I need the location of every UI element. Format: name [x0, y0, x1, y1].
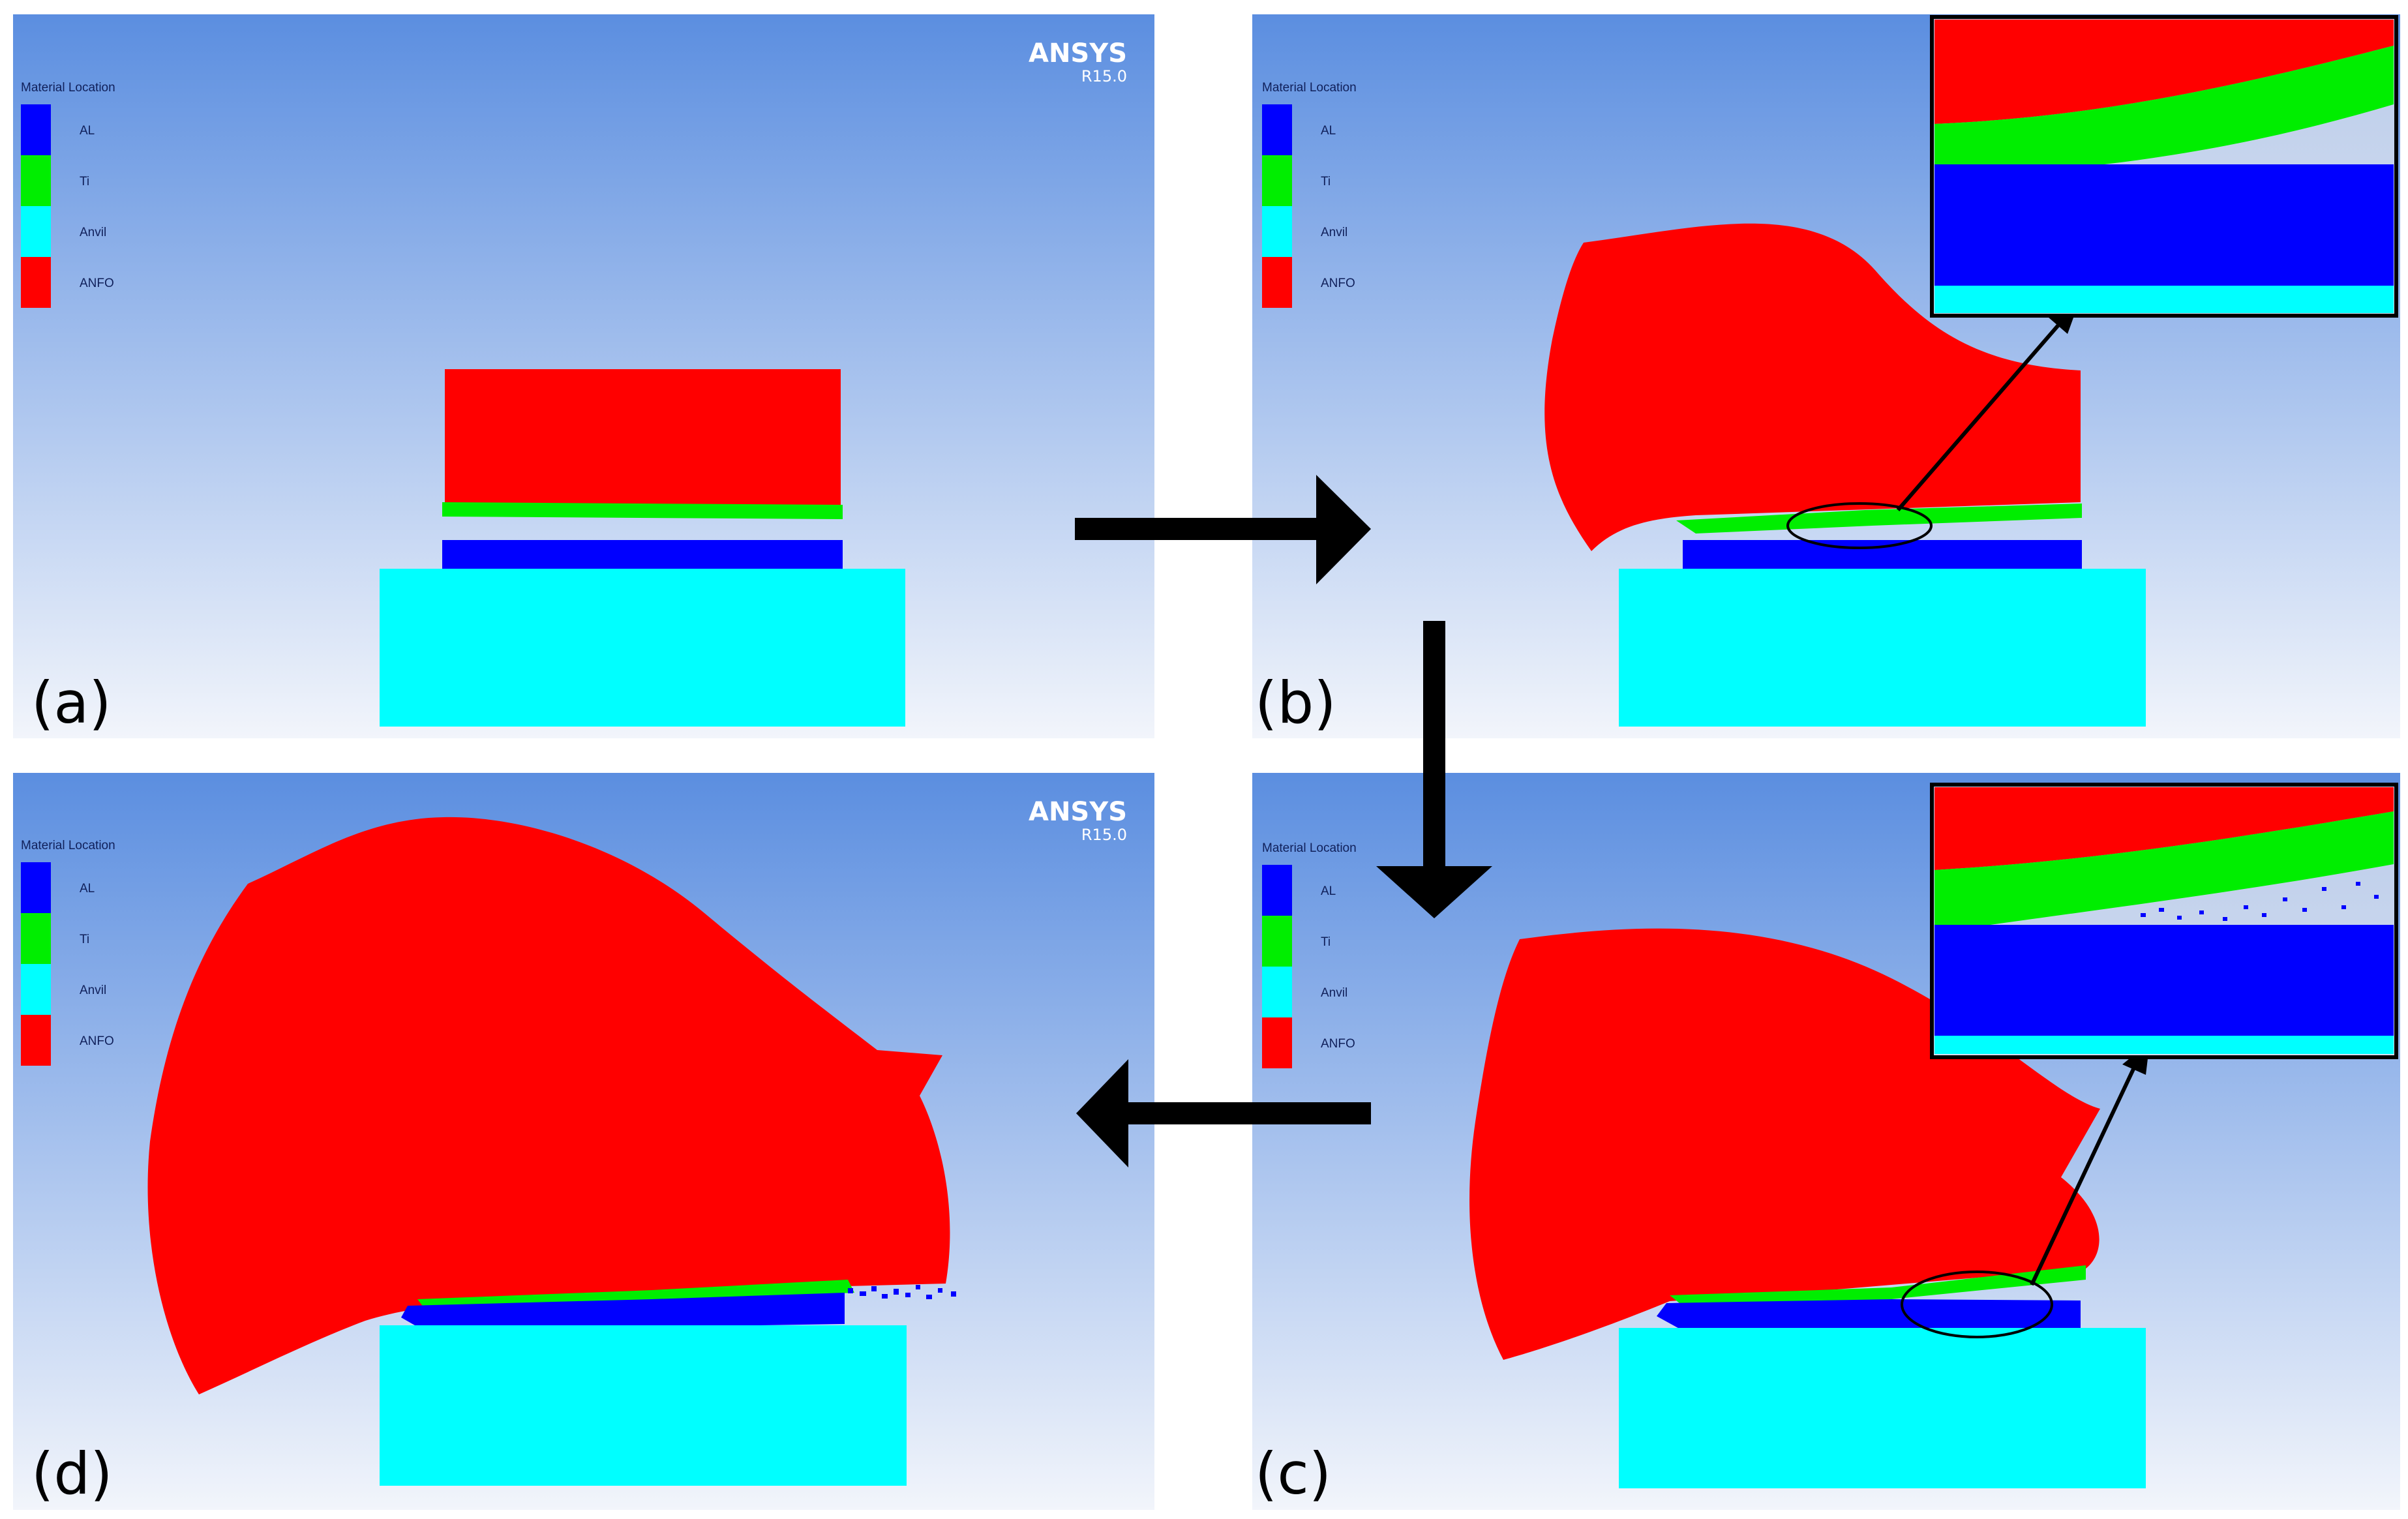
- ansys-version: R15.0: [1081, 826, 1127, 844]
- legend-swatch-anvil: [1262, 206, 1292, 257]
- legend: Material Location AL Ti Anvil ANFO: [21, 839, 115, 1066]
- arrow-head: [1076, 1059, 1128, 1167]
- legend-label-anvil: Anvil: [1321, 226, 1347, 239]
- inset-ti: [1934, 811, 2394, 933]
- anfo-block: [1544, 223, 2081, 551]
- legend-swatch-anfo: [21, 1015, 51, 1066]
- legend-swatch-anvil: [21, 206, 51, 257]
- anfo-block: [445, 369, 841, 505]
- panel-label-a: (a): [31, 669, 112, 736]
- legend-swatch-ti: [1262, 916, 1292, 967]
- legend-swatch-anfo: [1262, 257, 1292, 308]
- al-plate: [442, 540, 843, 570]
- arrow-left-icon: [1076, 1059, 1371, 1167]
- legend-label-anfo: ANFO: [1321, 1037, 1355, 1051]
- legend-title: Material Location: [1262, 841, 1357, 855]
- legend-label-al: AL: [1321, 884, 1336, 898]
- panel-label-b: (b): [1255, 669, 1336, 736]
- legend: Material Location AL Ti Anvil ANFO: [1262, 841, 1357, 1068]
- legend-label-anvil: Anvil: [80, 984, 106, 997]
- arrow-head: [1316, 475, 1371, 584]
- inset-anfo: [1934, 787, 2394, 870]
- ansys-version: R15.0: [1081, 67, 1127, 85]
- al-jet-debris: [848, 1285, 956, 1299]
- panel-b: Material Location AL Ti Anvil ANFO (b): [1252, 14, 2400, 738]
- legend-swatch-ti: [21, 155, 51, 206]
- panel-label-d: (d): [31, 1440, 113, 1507]
- arrow-shaft: [1075, 518, 1324, 540]
- legend-label-anfo: ANFO: [80, 1034, 114, 1048]
- panel-label-c: (c): [1255, 1440, 1331, 1507]
- zoom-pointer: [2030, 1055, 2141, 1286]
- inset-frame: [1930, 783, 2398, 1059]
- inset-anvil: [1934, 1036, 2394, 1054]
- inset-al: [1934, 164, 2394, 286]
- inset-anfo: [1934, 20, 2394, 124]
- legend-label-ti: Ti: [80, 175, 89, 188]
- legend-swatch-al: [21, 104, 51, 155]
- ti-plate: [1670, 1265, 2086, 1306]
- legend-title: Material Location: [21, 81, 115, 95]
- legend-swatch-al: [1262, 104, 1292, 155]
- legend-label-ti: Ti: [1321, 935, 1331, 949]
- zoom-inset: [1930, 783, 2398, 1059]
- legend-swatch-anfo: [1262, 1017, 1292, 1068]
- ansys-brand: ANSYS: [1029, 38, 1127, 68]
- anvil-block: [380, 569, 905, 727]
- ti-plate: [1676, 504, 2082, 534]
- inset-ti: [1934, 46, 2394, 177]
- legend-swatch-ti: [1262, 155, 1292, 206]
- inset-al: [1934, 925, 2394, 1036]
- legend-label-al: AL: [80, 882, 95, 895]
- anvil-block: [380, 1325, 907, 1486]
- legend-label-ti: Ti: [1321, 175, 1331, 188]
- inset-frame: [1930, 15, 2398, 318]
- anvil-block: [1619, 1328, 2146, 1488]
- legend-label-al: AL: [80, 124, 95, 138]
- inset-anvil: [1934, 286, 2394, 313]
- panel-d: Material Location AL Ti Anvil ANFO ANSYS…: [13, 773, 1154, 1510]
- legend-swatch-ti: [21, 913, 51, 964]
- arrow-down-icon: [1376, 621, 1492, 918]
- ti-plate: [417, 1280, 854, 1308]
- legend-title: Material Location: [21, 839, 115, 852]
- arrow-head: [1376, 866, 1492, 918]
- legend-swatch-al: [1262, 865, 1292, 916]
- legend-swatch-anvil: [21, 964, 51, 1015]
- legend-swatch-anvil: [1262, 967, 1292, 1017]
- legend-label-anfo: ANFO: [80, 277, 114, 290]
- arrow-shaft: [1423, 621, 1445, 869]
- al-plate: [1683, 540, 2082, 570]
- interface-highlight: [1901, 1271, 2053, 1338]
- legend-title: Material Location: [1262, 81, 1357, 95]
- zoom-inset: [1930, 15, 2398, 318]
- zoom-pointer: [1896, 312, 2071, 511]
- inset-al-debris: [2141, 882, 2379, 921]
- anvil-block: [1619, 569, 2146, 727]
- arrow-shaft: [1122, 1102, 1371, 1124]
- panel-a: Material Location AL Ti Anvil ANFO ANSYS…: [13, 14, 1154, 738]
- legend-swatch-anfo: [21, 257, 51, 308]
- legend-label-ti: Ti: [80, 933, 89, 946]
- legend: Material Location AL Ti Anvil ANFO: [1262, 81, 1357, 308]
- interface-highlight: [1786, 502, 1933, 549]
- anfo-block: [147, 817, 950, 1394]
- al-plate: [401, 1293, 845, 1331]
- ti-plate: [442, 502, 843, 519]
- al-plate: [1657, 1299, 2081, 1331]
- legend: Material Location AL Ti Anvil ANFO: [21, 81, 115, 308]
- legend-label-anvil: Anvil: [80, 226, 106, 239]
- legend-label-al: AL: [1321, 124, 1336, 138]
- legend-swatch-al: [21, 862, 51, 913]
- legend-label-anfo: ANFO: [1321, 277, 1355, 290]
- legend-label-anvil: Anvil: [1321, 986, 1347, 1000]
- arrow-right-icon: [1075, 475, 1371, 584]
- ansys-brand: ANSYS: [1029, 797, 1127, 827]
